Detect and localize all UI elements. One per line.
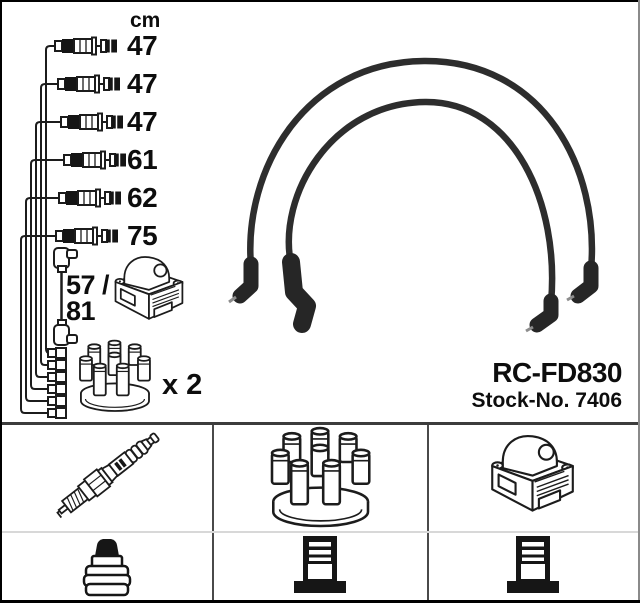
measurement-unit-label: cm [130,9,161,32]
coil-lead-length-line1: 57 / [66,270,110,300]
spark-plug-icon [56,432,160,519]
spark-plug-boot [232,253,599,333]
coil-lead-length-line2: 81 [66,296,96,326]
cable-length-value: 47 [127,30,158,61]
frame-right [638,0,640,603]
terminal-nut-icon [82,539,132,597]
parts-table-top-border [0,422,640,425]
distributor-end-stubs [47,347,67,419]
ignition-wire-set-photo [228,57,599,333]
parts-table-column-divider [212,425,214,600]
frame-left [0,0,2,603]
part-number: RC-FD830 [492,357,622,388]
parts-table-column-divider [427,425,429,600]
ignition-coil-cell-icon [491,435,574,512]
cap-quantity-label: x 2 [162,369,203,401]
parts-table-row-divider [2,531,638,533]
frame-bottom [0,600,640,603]
boot-terminal-pins [228,294,575,333]
distributor-cap-icon [79,339,151,412]
cable-length-value: 61 [127,144,158,175]
ignition-coil-icon [114,256,184,320]
cable-length-value: 47 [127,68,158,99]
coil-lead-icon [53,247,78,346]
cable-length-value: 75 [127,220,158,251]
stock-number: Stock-No. 7406 [471,389,622,412]
distributor-cap-cell-icon [270,426,371,528]
cable-length-value: 47 [127,106,158,137]
ignition-lead-connector-row [54,36,127,246]
frame-top [0,0,640,2]
coil-lead-length-label: 57 / 81 [66,270,110,326]
cable-length-value: 62 [127,182,158,213]
